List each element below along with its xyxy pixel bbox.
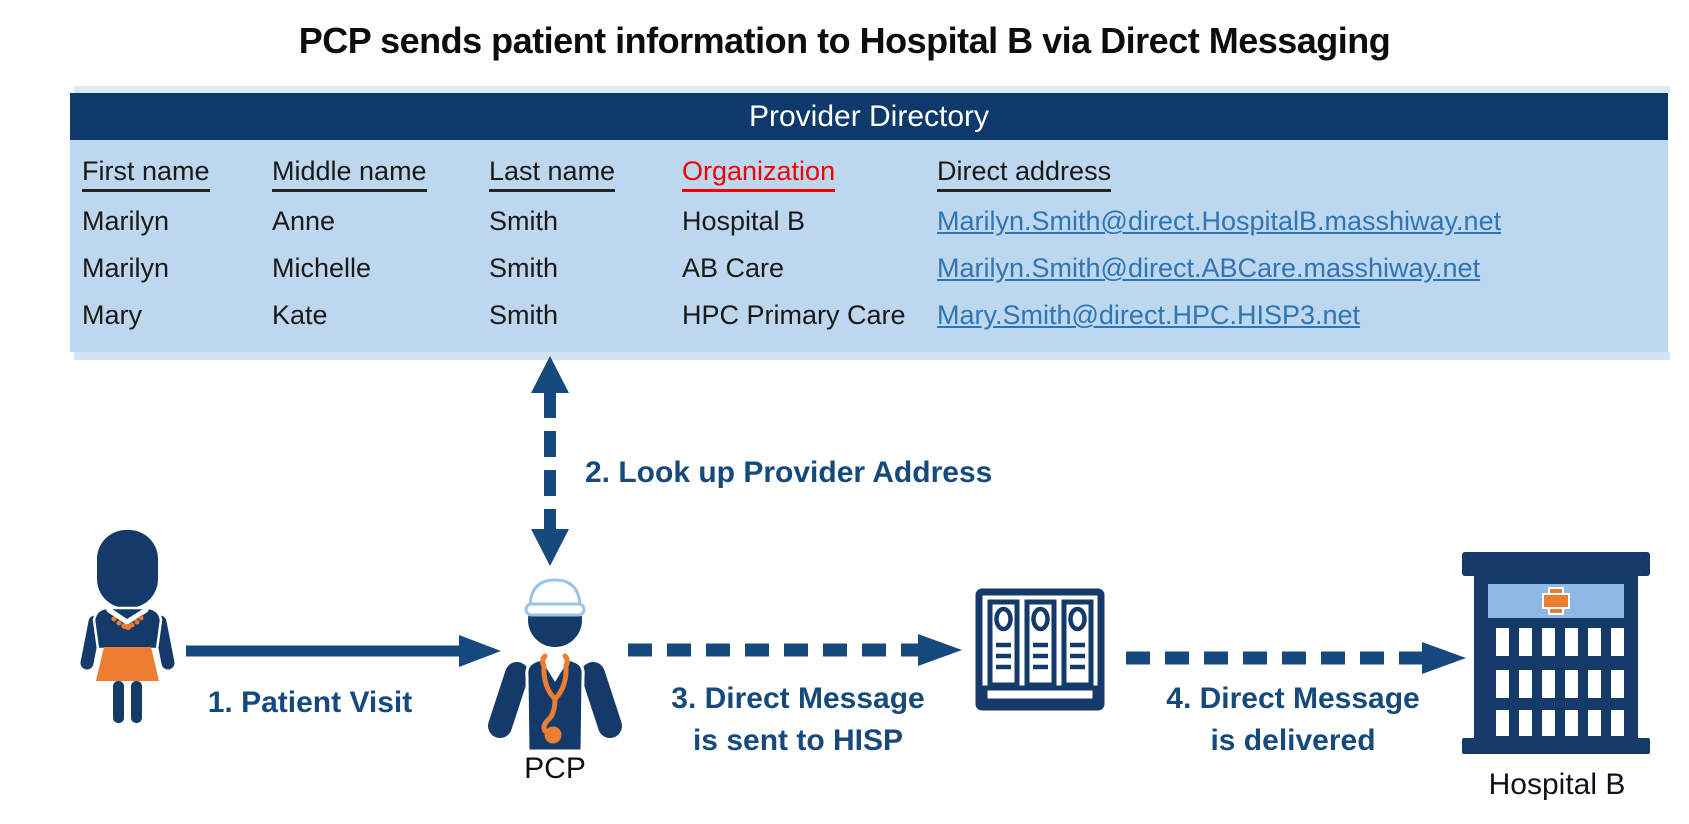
table-cell-first-name: Marilyn bbox=[82, 253, 170, 283]
table-top-stripe bbox=[74, 86, 1670, 93]
table-cell-middle-name: Michelle bbox=[272, 253, 372, 283]
column-header-direct-address: Direct address bbox=[937, 156, 1668, 192]
hospital-label: Hospital B bbox=[1488, 768, 1626, 801]
direct-address-link[interactable]: Marilyn.Smith@direct.ABCare.masshiway.ne… bbox=[937, 253, 1481, 283]
table-bottom-stripe bbox=[74, 352, 1670, 360]
table-cell-middle-name: Anne bbox=[272, 206, 336, 236]
column-header-organization: Organization bbox=[682, 156, 937, 192]
doctor-icon bbox=[488, 578, 622, 752]
table-cell-first-name: Mary bbox=[82, 300, 142, 330]
lookup-double-arrow bbox=[531, 356, 569, 566]
step1-label: 1. Patient Visit bbox=[207, 686, 413, 719]
step4-line1: 4. Direct Message bbox=[1166, 682, 1420, 715]
step3-line1: 3. Direct Message bbox=[671, 682, 925, 715]
provider-directory-table: First name Middle name Last name Organiz… bbox=[70, 140, 1668, 352]
provider-directory-title: Provider Directory bbox=[748, 99, 990, 133]
patient-visit-arrow bbox=[186, 635, 501, 667]
table-cell-middle-name: Kate bbox=[272, 300, 328, 330]
table-cell-organization: AB Care bbox=[682, 253, 785, 283]
provider-directory-header: Provider Directory bbox=[70, 93, 1668, 140]
direct-address-link[interactable]: Marilyn.Smith@direct.HospitalB.masshiway… bbox=[937, 206, 1502, 236]
send-to-hisp-arrow bbox=[628, 634, 962, 666]
column-header-middle-name: Middle name bbox=[272, 156, 489, 192]
table-cell-last-name: Smith bbox=[489, 253, 559, 283]
table-cell-organization: HPC Primary Care bbox=[682, 300, 906, 330]
step2-label: 2. Look up Provider Address bbox=[585, 456, 993, 489]
patient-woman-icon bbox=[80, 530, 175, 723]
pcp-label: PCP bbox=[524, 752, 586, 785]
server-rack-icon bbox=[975, 588, 1105, 711]
deliver-message-arrow bbox=[1126, 642, 1466, 674]
table-cell-first-name: Marilyn bbox=[82, 206, 170, 236]
table-cell-last-name: Smith bbox=[489, 300, 559, 330]
step4-line2: is delivered bbox=[1210, 724, 1376, 757]
column-header-first-name: First name bbox=[82, 156, 272, 192]
direct-address-link[interactable]: Mary.Smith@direct.HPC.HISP3.net bbox=[937, 300, 1361, 330]
step4-label: 4. Direct Message is delivered bbox=[1118, 678, 1468, 762]
step3-label: 3. Direct Message is sent to HISP bbox=[628, 678, 968, 762]
step3-line2: is sent to HISP bbox=[692, 724, 904, 757]
table-cell-last-name: Smith bbox=[489, 206, 559, 236]
table-cell-organization: Hospital B bbox=[682, 206, 806, 236]
page-title: PCP sends patient information to Hospita… bbox=[298, 20, 1391, 61]
hospital-building-icon bbox=[1462, 552, 1650, 754]
column-header-last-name: Last name bbox=[489, 156, 682, 192]
